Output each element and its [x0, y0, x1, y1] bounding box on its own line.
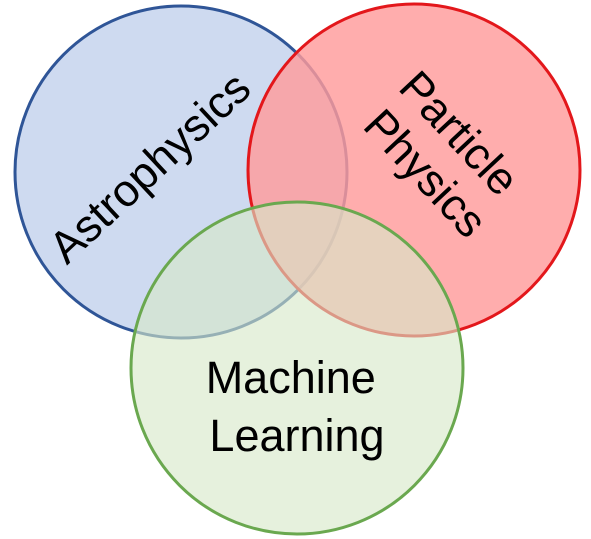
- machine-learning-label-line-2: Learning: [209, 410, 384, 461]
- machine-learning-label: Machine Learning: [206, 352, 389, 461]
- machine-learning-circle: [129, 200, 465, 536]
- machine-learning-label-line-1: Machine: [206, 352, 376, 403]
